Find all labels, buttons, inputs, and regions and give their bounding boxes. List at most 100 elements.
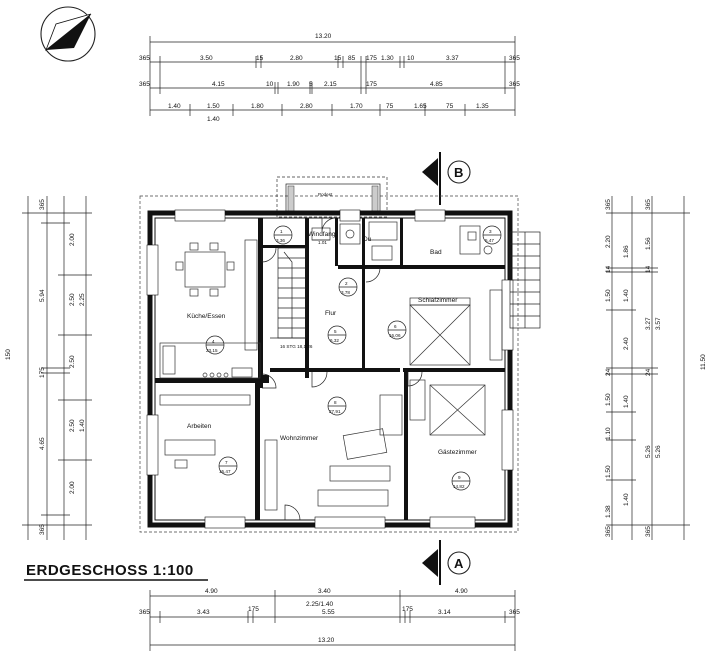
svg-text:24: 24: [605, 368, 612, 376]
svg-text:1.38: 1.38: [605, 505, 612, 518]
dim-top-overall: 13.20: [315, 33, 332, 40]
svg-text:3.43: 3.43: [197, 609, 210, 616]
svg-text:1.10: 1.10: [605, 427, 612, 440]
dim-top-r3: 1.80: [251, 103, 264, 110]
svg-text:8: 8: [334, 400, 337, 405]
dim-top-r1: 15: [256, 55, 264, 62]
svg-text:365: 365: [509, 609, 520, 616]
svg-text:ERDGESCHOSS 1:100: ERDGESCHOSS 1:100: [26, 562, 194, 579]
svg-text:Windfang: Windfang: [308, 231, 336, 238]
dim-top-r3: 1.40: [168, 103, 181, 110]
dim-top-r3: 1.70: [350, 103, 363, 110]
svg-text:1.40: 1.40: [623, 395, 630, 408]
dim-top-r1: 85: [348, 55, 356, 62]
room-schlafzimmer: Schlafzimmer 6 16,06: [387, 297, 458, 340]
svg-text:5.26: 5.26: [645, 445, 652, 458]
svg-text:11.50: 11.50: [700, 354, 707, 370]
svg-text:3.14: 3.14: [438, 609, 451, 616]
dim-top-r1: 3.50: [200, 55, 213, 62]
north-label: nord: [64, 37, 75, 47]
svg-text:27,91: 27,91: [329, 409, 341, 414]
section-b-label: B: [454, 165, 463, 180]
svg-text:3.27: 3.27: [645, 317, 652, 330]
bathroom-fixtures: [339, 221, 493, 261]
bed-icon: [409, 289, 503, 366]
svg-text:2.00: 2.00: [69, 481, 76, 494]
room-arbeiten: Arbeiten 7 15,47: [187, 423, 238, 476]
svg-text:Küche/Essen: Küche/Essen: [187, 313, 226, 320]
svg-text:1.50: 1.50: [605, 289, 612, 302]
building: Podest: [139, 176, 541, 533]
dim-top-r2: 1.90: [287, 81, 300, 88]
svg-text:14: 14: [645, 265, 652, 273]
svg-text:Schlafzimmer: Schlafzimmer: [418, 297, 458, 304]
svg-text:3.40: 3.40: [318, 588, 331, 595]
desk-icon: [159, 394, 251, 469]
svg-text:5,47: 5,47: [485, 238, 494, 243]
dim-top-r1: 15: [334, 55, 342, 62]
dim-top-r2: 365: [139, 81, 150, 88]
svg-text:5.55: 5.55: [322, 609, 335, 616]
svg-text:2.20: 2.20: [605, 235, 612, 248]
dim-top-r2: 4.85: [430, 81, 443, 88]
dim-top-r1: 175: [366, 55, 377, 62]
dim-top-r3: 2.80: [300, 103, 313, 110]
svg-text:14: 14: [605, 265, 612, 273]
top-dimensions: 13.20 365 3.50 15 2.80 15 85 175 1.30 10…: [139, 33, 520, 123]
plan-title: ERDGESCHOSS 1:100: [24, 562, 208, 581]
dim-top-r2: 4.15: [212, 81, 225, 88]
dim-top-r2: 10: [266, 81, 274, 88]
dim-top-r3: 1.50: [207, 103, 220, 110]
svg-text:Wohnzimmer: Wohnzimmer: [280, 435, 319, 442]
svg-text:16,06: 16,06: [389, 333, 401, 338]
svg-text:365: 365: [645, 526, 652, 537]
svg-text:175: 175: [248, 606, 259, 613]
dim-top-r3: 75: [446, 103, 454, 110]
room-du: Du: [363, 236, 372, 243]
svg-text:175: 175: [402, 606, 413, 613]
sofa-set-icon: [264, 394, 403, 511]
svg-text:3.57: 3.57: [655, 317, 662, 330]
svg-text:5: 5: [334, 329, 337, 334]
svg-text:6: 6: [394, 324, 397, 329]
kitchen-counter: [159, 239, 261, 379]
svg-text:5.94: 5.94: [39, 289, 46, 302]
svg-text:3,78: 3,78: [341, 290, 350, 295]
svg-text:2.50: 2.50: [69, 419, 76, 432]
svg-text:2.25: 2.25: [79, 293, 86, 306]
dim-top-r2: 5: [309, 81, 313, 88]
svg-text:6,32: 6,32: [330, 338, 339, 343]
dim-top-r3: 1.65: [414, 103, 427, 110]
svg-text:365: 365: [139, 609, 150, 616]
room-windfang: 1 3,36 Windfang 1.01: [273, 225, 336, 245]
svg-text:Flur: Flur: [325, 310, 337, 317]
svg-text:9: 9: [458, 475, 461, 480]
svg-text:13.20: 13.20: [318, 637, 335, 644]
svg-text:1.40: 1.40: [79, 419, 86, 432]
svg-text:1.56: 1.56: [645, 237, 652, 250]
section-marker-a: A: [422, 540, 471, 585]
svg-text:5.26: 5.26: [655, 445, 662, 458]
svg-text:1.40: 1.40: [623, 289, 630, 302]
svg-text:365: 365: [39, 199, 46, 210]
dim-top-r1: 365: [509, 55, 520, 62]
room-kueche: Küche/Essen 4 23,15: [187, 313, 226, 355]
dim-top-r1: 1.30: [381, 55, 394, 62]
svg-text:4.90: 4.90: [205, 588, 218, 595]
dim-top-r1: 2.80: [290, 55, 303, 62]
svg-text:14,82: 14,82: [453, 484, 465, 489]
dim-top-r3b: 1.40: [207, 116, 220, 123]
right-dimensions: 11.50 365 2.20 14 1.50 24 1.50 1.10 1.50…: [605, 196, 707, 540]
dim-top-r1: 365: [139, 55, 150, 62]
north-arrow-icon: nord: [40, 6, 96, 62]
left-dimensions: 150 365 5.94 175 4.65 365 2.00 2.50 2.50…: [5, 196, 92, 540]
dim-top-r2: 175: [366, 81, 377, 88]
room-flur-top: 2 3,78: [338, 277, 358, 297]
svg-text:15,47: 15,47: [219, 469, 231, 474]
bottom-dimensions: 4.90 3.40 4.90 2.25/1.40 365 3.43 175 5.…: [139, 588, 520, 651]
room-flur: Flur 5 6,32: [325, 310, 347, 345]
svg-text:7: 7: [225, 460, 228, 465]
dim-top-r3: 1.35: [476, 103, 489, 110]
svg-text:365: 365: [645, 199, 652, 210]
